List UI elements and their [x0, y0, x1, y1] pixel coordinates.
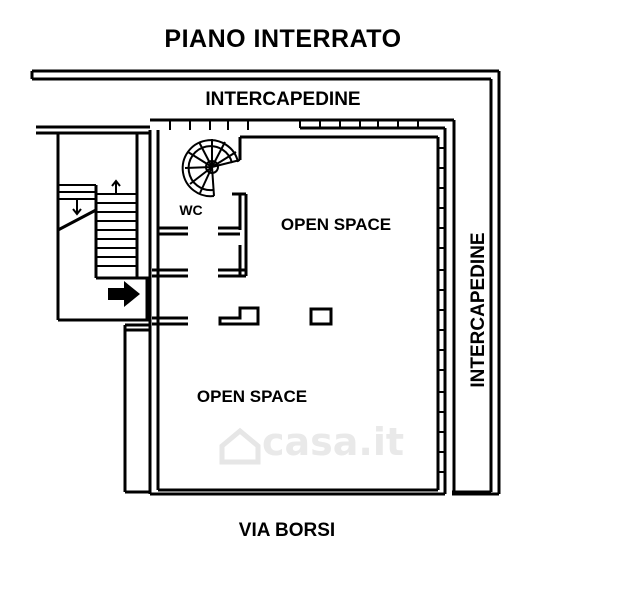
- intercapedine-right-label: INTERCAPEDINE: [468, 232, 489, 387]
- stairwell: [56, 133, 150, 322]
- watermark-text: casa.it: [262, 420, 404, 464]
- open-space-upper-label: OPEN SPACE: [281, 215, 391, 234]
- spiral-staircase-icon: [181, 139, 241, 198]
- columns: [218, 306, 333, 326]
- arrow-right-icon: [108, 281, 140, 307]
- intercapedine-top-label: INTERCAPEDINE: [205, 89, 360, 110]
- wc-label: WC: [179, 202, 202, 218]
- open-space-lower-label: OPEN SPACE: [197, 387, 307, 406]
- staircase-icon: [58, 179, 137, 267]
- wall-hatching: [169, 120, 445, 473]
- plan-title: PIANO INTERRATO: [164, 25, 401, 53]
- outer-walls: [30, 69, 501, 496]
- wc-walls: [152, 137, 248, 326]
- house-icon: [219, 427, 261, 465]
- street-label: VIA BORSI: [239, 520, 335, 541]
- watermark: casa.it: [219, 420, 404, 465]
